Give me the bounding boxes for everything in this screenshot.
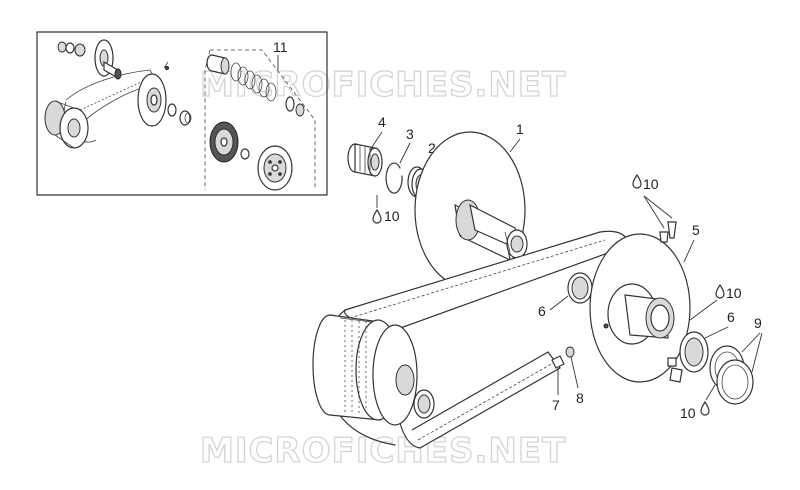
inset-clutch-bell xyxy=(257,145,293,191)
inset-clutch xyxy=(209,121,239,163)
part-6-ring-right xyxy=(679,331,709,373)
part-7-pin xyxy=(551,355,565,369)
inset-drive-plate xyxy=(137,61,169,127)
part-3-circlip xyxy=(385,162,403,194)
pulley-screws xyxy=(659,221,677,243)
grease-drop-icon xyxy=(715,283,725,299)
callout-5: 5 xyxy=(692,222,700,238)
callout-6-a: 6 xyxy=(538,303,546,319)
callout-8: 8 xyxy=(576,390,584,406)
grease-drop-icon xyxy=(700,400,710,416)
inset-pulley xyxy=(94,39,122,80)
inset-small-bearings xyxy=(57,41,86,57)
inset-assembly xyxy=(36,31,328,196)
callout-4: 4 xyxy=(378,114,386,130)
callout-10-c: 10 xyxy=(726,285,742,301)
callout-10-a: 10 xyxy=(384,208,400,224)
callout-9: 9 xyxy=(754,315,762,331)
hex-nut xyxy=(667,357,677,367)
callout-3: 3 xyxy=(406,126,414,142)
callout-6-b: 6 xyxy=(727,309,735,325)
drive-belt xyxy=(323,230,631,449)
part-4-needle-bearing xyxy=(347,143,383,177)
grease-drop-icon xyxy=(372,208,382,224)
callout-1: 1 xyxy=(516,121,524,137)
hex-nut xyxy=(669,367,683,383)
watermark-top: MICROFICHES.NET xyxy=(200,65,566,105)
driven-pulley-drum xyxy=(312,314,418,426)
inset-spring xyxy=(230,62,277,102)
part-9-o-rings xyxy=(709,345,754,405)
callout-10-d: 10 xyxy=(680,405,696,421)
callout-10-b: 10 xyxy=(643,176,659,192)
inset-frame xyxy=(36,31,328,196)
inset-drum xyxy=(44,100,89,149)
grease-drop-icon xyxy=(632,173,642,189)
part-6-ring-left xyxy=(567,272,593,304)
part-8-slider xyxy=(565,346,575,358)
callout-2: 2 xyxy=(428,140,436,156)
watermark-bottom: MICROFICHES.NET xyxy=(200,431,566,471)
part-5-movable-pulley xyxy=(589,233,691,383)
callout-7: 7 xyxy=(552,397,560,413)
callout-11: 11 xyxy=(273,39,288,55)
inset-sleeve xyxy=(206,54,230,75)
